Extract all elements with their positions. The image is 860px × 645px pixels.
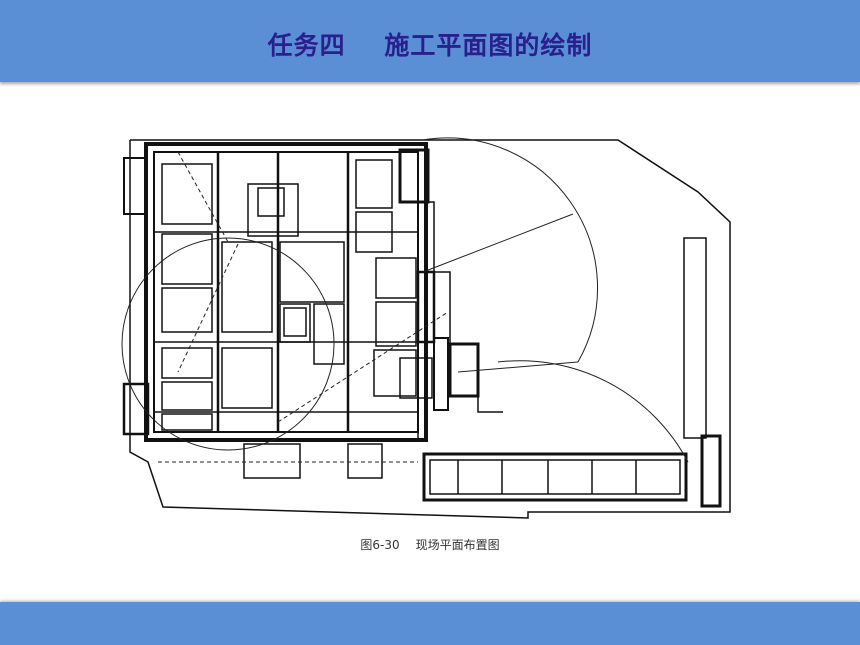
slide-title-part1: 任务四 bbox=[267, 31, 346, 60]
figure-caption-text: 现场平面布置图 bbox=[415, 538, 500, 552]
title-bar: 任务四 施工平面图的绘制 bbox=[0, 0, 860, 82]
slide-title: 任务四 施工平面图的绘制 bbox=[0, 26, 860, 62]
slide-title-part2: 施工平面图的绘制 bbox=[384, 31, 593, 60]
figure-caption: 图6-30 现场平面布置图 bbox=[0, 536, 860, 553]
figure-number: 图6-30 bbox=[360, 538, 400, 552]
site-layout-plan-drawing bbox=[121, 137, 731, 519]
footer-bar bbox=[0, 602, 860, 645]
